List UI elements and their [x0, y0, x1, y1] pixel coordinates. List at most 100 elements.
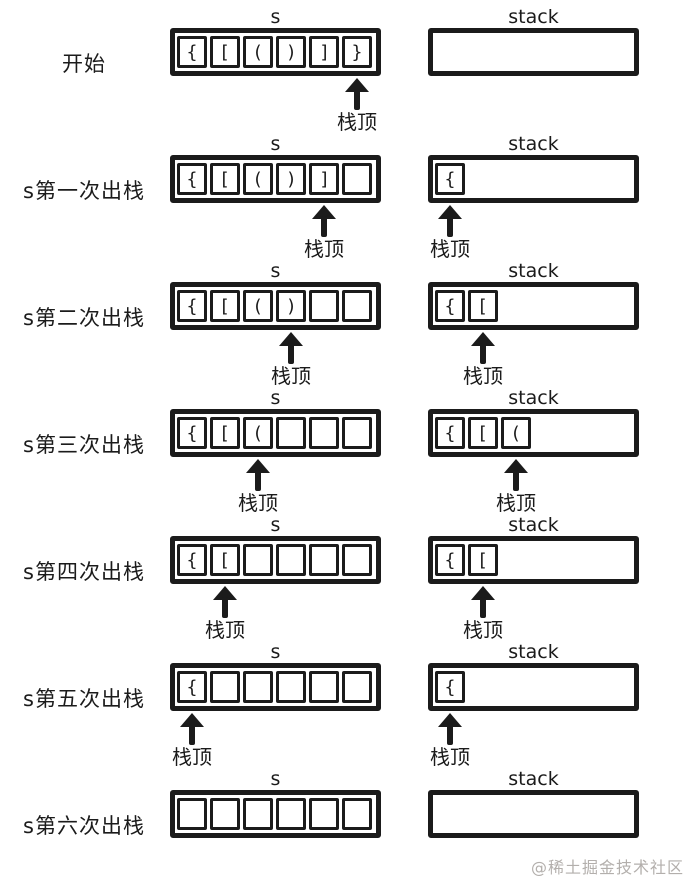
arrow-up-icon	[180, 713, 204, 745]
s-stack-top-pointer: 栈顶	[230, 459, 286, 514]
s-cell	[276, 798, 306, 830]
step-label: s第一次出栈	[23, 179, 145, 203]
stack-stack-top-pointer: 栈顶	[422, 205, 478, 260]
stack-top-label: 栈顶	[430, 237, 470, 261]
stack-array-title: stack	[508, 768, 559, 790]
stack-top-label: 栈顶	[172, 745, 212, 769]
stack-array-title: stack	[508, 133, 559, 155]
s-cell: [	[210, 417, 240, 449]
s-cell	[342, 163, 372, 195]
stack-array-title: stack	[508, 387, 559, 409]
s-array: {[()	[170, 282, 381, 330]
arrow-up-icon	[438, 713, 462, 745]
s-array-group: s	[170, 768, 381, 838]
stack-array: {[(	[428, 409, 639, 457]
stack-array-group: stack { 栈顶	[428, 641, 639, 768]
arrow-up-icon	[279, 332, 303, 364]
s-cell	[210, 671, 240, 703]
stack-array-title: stack	[508, 260, 559, 282]
stack-array	[428, 790, 639, 838]
s-array: {[()]	[170, 155, 381, 203]
s-cell	[309, 417, 339, 449]
stack-stack-top-pointer: 栈顶	[422, 713, 478, 768]
s-array-title: s	[270, 387, 281, 409]
s-array-group: s {[( 栈顶	[170, 387, 381, 514]
stack-array-group: stack	[428, 6, 639, 76]
s-cell	[276, 544, 306, 576]
stack-array: {[	[428, 536, 639, 584]
stack-cell: {	[435, 163, 465, 195]
s-cell: (	[243, 417, 273, 449]
diagram-row: s第四次出栈 s {[ 栈顶 stack {[ 栈顶	[0, 514, 688, 641]
s-cell: {	[177, 544, 207, 576]
s-array-group: s {[()]} 栈顶	[170, 6, 381, 133]
arrow-up-icon	[345, 78, 369, 110]
s-cell	[210, 798, 240, 830]
s-cell	[243, 798, 273, 830]
s-array-title: s	[270, 768, 281, 790]
step-label: s第三次出栈	[23, 433, 145, 457]
s-stack-top-pointer: 栈顶	[329, 78, 385, 133]
s-array	[170, 790, 381, 838]
s-array-title: s	[270, 6, 281, 28]
arrow-up-icon	[213, 586, 237, 618]
s-array-title: s	[270, 514, 281, 536]
s-cell: [	[210, 163, 240, 195]
diagram-row: s第六次出栈 s stack	[0, 768, 688, 846]
s-cell	[342, 798, 372, 830]
stack-top-label: 栈顶	[205, 618, 245, 642]
stack-array-group: stack { 栈顶	[428, 133, 639, 260]
s-array-group: s {[() 栈顶	[170, 260, 381, 387]
stack-top-label: 栈顶	[304, 237, 344, 261]
s-cell	[342, 544, 372, 576]
s-cell: }	[342, 36, 372, 68]
diagram-row: s第一次出栈 s {[()] 栈顶 stack { 栈顶	[0, 133, 688, 260]
s-array: {	[170, 663, 381, 711]
s-cell: [	[210, 36, 240, 68]
stack-top-label: 栈顶	[271, 364, 311, 388]
stack-cell: [	[468, 544, 498, 576]
s-cell	[276, 671, 306, 703]
stack-top-label: 栈顶	[337, 110, 377, 134]
arrow-up-icon	[246, 459, 270, 491]
stack-cell: (	[501, 417, 531, 449]
s-cell	[342, 671, 372, 703]
arrow-up-icon	[471, 332, 495, 364]
stack-top-label: 栈顶	[463, 364, 503, 388]
s-cell: [	[210, 290, 240, 322]
stack-array: {	[428, 155, 639, 203]
step-label: s第五次出栈	[23, 687, 145, 711]
s-cell	[243, 544, 273, 576]
arrow-up-icon	[312, 205, 336, 237]
stack-cell: {	[435, 671, 465, 703]
s-array-title: s	[270, 260, 281, 282]
s-array-group: s {[()] 栈顶	[170, 133, 381, 260]
arrow-up-icon	[471, 586, 495, 618]
stack-top-label: 栈顶	[238, 491, 278, 515]
stack-cell: {	[435, 417, 465, 449]
s-cell	[309, 544, 339, 576]
s-cell: {	[177, 417, 207, 449]
stack-cell: {	[435, 544, 465, 576]
s-cell: (	[243, 290, 273, 322]
watermark: @稀土掘金技术社区	[530, 858, 684, 877]
stack-array: {	[428, 663, 639, 711]
s-cell	[309, 290, 339, 322]
stack-array-title: stack	[508, 514, 559, 536]
stack-array: {[	[428, 282, 639, 330]
stack-array-group: stack {[ 栈顶	[428, 260, 639, 387]
stack-top-label: 栈顶	[496, 491, 536, 515]
step-label: s第二次出栈	[23, 306, 145, 330]
s-array: {[()]}	[170, 28, 381, 76]
stack-cell: [	[468, 290, 498, 322]
step-label: s第四次出栈	[23, 560, 145, 584]
s-cell	[342, 417, 372, 449]
s-array: {[	[170, 536, 381, 584]
s-cell: )	[276, 36, 306, 68]
arrow-up-icon	[438, 205, 462, 237]
stack-array-group: stack {[ 栈顶	[428, 514, 639, 641]
diagram-row: 开始 s {[()]} 栈顶 stack	[0, 6, 688, 133]
stack-cell: {	[435, 290, 465, 322]
s-stack-top-pointer: 栈顶	[197, 586, 253, 641]
